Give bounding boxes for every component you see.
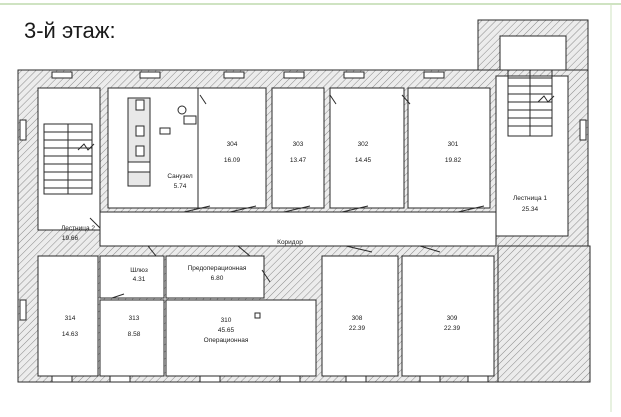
door-marks	[89, 94, 485, 370]
room-area-301: 19.82	[445, 157, 462, 164]
room-area-310: 45.65	[218, 327, 235, 334]
room-id-304: 304	[227, 141, 238, 148]
sanuzel-area: 5.74	[174, 183, 187, 190]
interior	[37, 75, 569, 377]
page-title: 3-й этаж:	[24, 18, 116, 43]
room-id-301: 301	[448, 141, 459, 148]
toilet-fixtures	[127, 97, 197, 187]
room-area-302: 14.45	[355, 157, 372, 164]
room-name-310: Операционная	[204, 337, 249, 344]
room-labels: 304 16.09 303 13.47 302 14.45 301 19.82 …	[61, 141, 547, 344]
stair2-area: 19.66	[62, 235, 79, 242]
stair1-area: 25.34	[522, 206, 539, 213]
room-area-313: 8.58	[128, 331, 141, 338]
room-id-310: 310	[221, 317, 232, 324]
predoper-name: Предоперационная	[188, 265, 247, 272]
room-area-309: 22.39	[444, 325, 461, 332]
room-id-303: 303	[293, 141, 304, 148]
room-area-304: 16.09	[224, 157, 241, 164]
koridor-name: Коридор	[277, 239, 303, 246]
stair1-name: Лестница 1	[513, 195, 547, 202]
room-id-302: 302	[358, 141, 369, 148]
window-marks	[19, 71, 587, 383]
room-area-314: 14.63	[62, 331, 79, 338]
room-area-308: 22.39	[349, 325, 366, 332]
stair1-tower	[477, 19, 589, 77]
stair1-treads	[507, 69, 555, 137]
room-id-314: 314	[65, 315, 76, 322]
shlyuz-name: Шлюз	[130, 267, 148, 274]
stair2-name: Лестница 2	[61, 225, 95, 232]
shlyuz-area: 4.31	[133, 276, 146, 283]
sanuzel-name: Санузел	[167, 173, 193, 180]
predoper-area: 6.80	[211, 275, 224, 282]
room-id-308: 308	[352, 315, 363, 322]
room-id-313: 313	[129, 315, 140, 322]
room-id-309: 309	[447, 315, 458, 322]
stair2-treads	[43, 123, 95, 195]
room-area-303: 13.47	[290, 157, 307, 164]
